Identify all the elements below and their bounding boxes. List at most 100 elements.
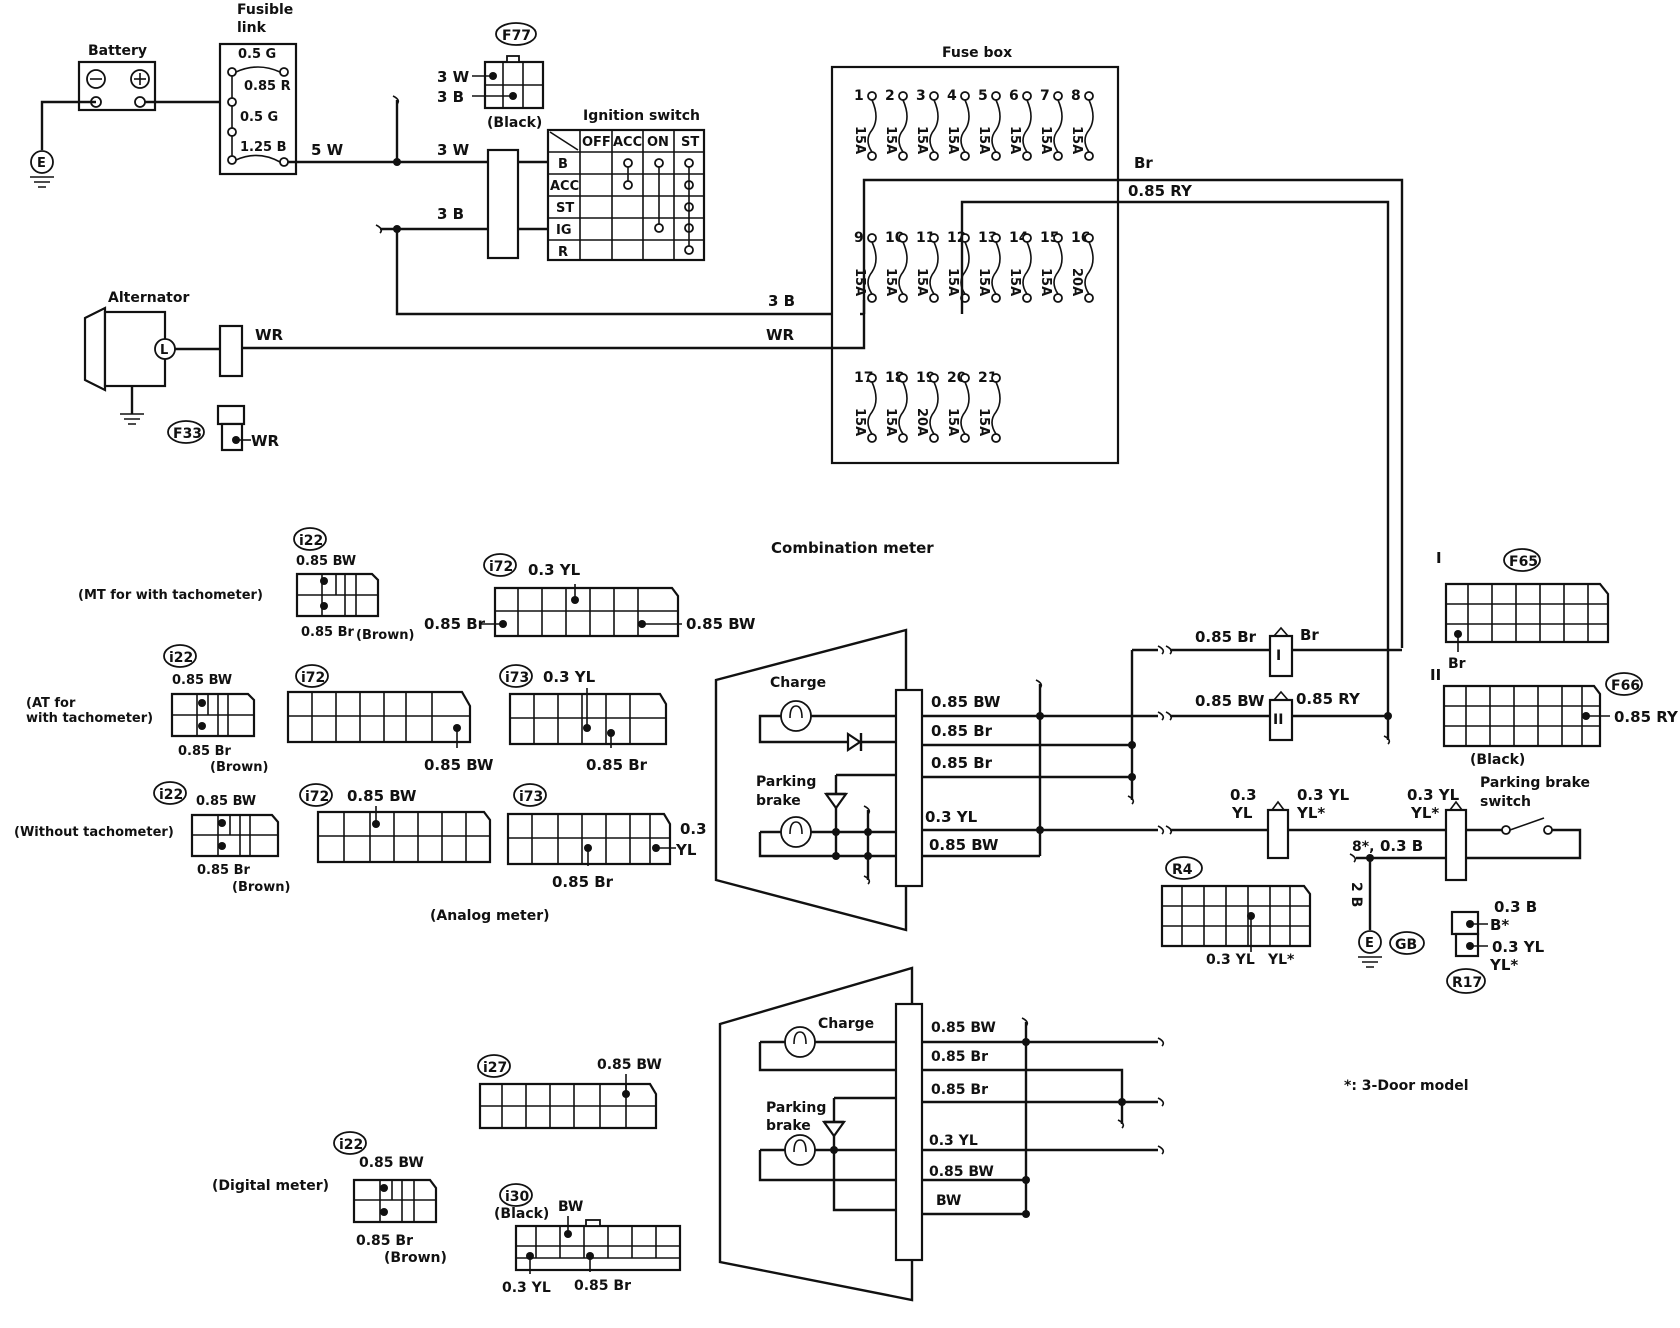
group-label-mt: (MT for with tachometer) (78, 588, 263, 603)
fuse-box-wiring: Br 0.85 RY 3 B WR (243, 154, 1404, 714)
fuse-terminal (929, 433, 939, 443)
battery-label: Battery (88, 43, 147, 59)
ignition-switch-col: ON (647, 135, 669, 150)
ignition-switch-col: OFF (582, 135, 611, 150)
connector-wire: 0.3 (680, 820, 707, 838)
digital-meter: Charge Parking brake 0.85 BW 0.85 Br 0.8… (718, 966, 1165, 1302)
parking-switch-label: Parking brake (1480, 775, 1590, 791)
connector-r4: R4 0.3 YL YL* (1160, 856, 1312, 968)
fuse-terminal (898, 293, 908, 303)
fuse-terminal (991, 91, 1001, 101)
fuse-rating: 15A (852, 126, 867, 154)
right-wire-label: YL (1231, 804, 1253, 822)
fuse-number: 20 (947, 370, 967, 386)
fuse-rating: 15A (976, 126, 991, 154)
fuse-rating: 15A (914, 268, 929, 296)
fuse-number: 19 (916, 370, 935, 386)
r17-wire: B* (1490, 916, 1509, 934)
ignition-switch-col: ACC (613, 135, 642, 150)
fuse-terminal (991, 293, 1001, 303)
connector-color: (Brown) (356, 628, 414, 643)
connector-wire: 0.85 Br (301, 625, 355, 640)
analog-parking-label-2: brake (756, 793, 801, 809)
connector-color: (Brown) (232, 880, 290, 895)
ground-e-label: E (37, 156, 46, 171)
fuse-element (929, 241, 939, 295)
fuse-element (1053, 241, 1063, 295)
connector-i30-digital: i30 (Black) BW 0.3 YL 0.85 Br (494, 1183, 682, 1296)
fuse-number: 8 (1071, 88, 1081, 104)
connector-id: i22 (299, 533, 323, 549)
fuse-rating: 15A (945, 126, 960, 154)
r4-id: R4 (1172, 862, 1193, 878)
fuse-terminal (991, 151, 1001, 161)
connector-i22-mt: i22 0.85 BW 0.85 Br (Brown) (293, 527, 414, 643)
fuse-terminal (929, 373, 939, 383)
wire-label-alt-wr: WR (255, 326, 284, 344)
ignition-switch-row: ACC (550, 179, 579, 194)
connector-wire: 0.85 BW (196, 794, 256, 809)
connector-wire: 0.85 BW (686, 615, 756, 633)
fuse-element (867, 241, 877, 295)
fuse-terminal (1022, 293, 1032, 303)
fuse-element (1022, 99, 1032, 153)
wire-label-fuse-3b: 3 B (768, 292, 795, 310)
fuse-number: 1 (854, 88, 864, 104)
right-wire-label: YL* (1296, 804, 1325, 822)
connector-wire: 0.85 Br (574, 1278, 631, 1294)
fuse-number: 6 (1009, 88, 1019, 104)
fuse-rating: 15A (976, 268, 991, 296)
fusible-link-title-1: Fusible (237, 2, 293, 18)
fuse-terminal (867, 151, 877, 161)
fuse-box-title: Fuse box (942, 45, 1012, 61)
fuse-element (1084, 241, 1094, 295)
connector-i27-digital: i27 0.85 BW (477, 1054, 662, 1130)
fuse-element (960, 99, 970, 153)
fuse-terminal (898, 91, 908, 101)
digital-charge-label: Charge (818, 1016, 874, 1032)
fuse-number: 14 (1009, 230, 1029, 246)
fuse-terminal (1022, 151, 1032, 161)
connector-wire: 0.85 BW (597, 1057, 662, 1073)
connector-f77-id: F77 (502, 28, 531, 44)
fuse-terminal (898, 373, 908, 383)
fuse-terminal (898, 433, 908, 443)
ground-e-label: E (1365, 936, 1374, 951)
fuse-element (960, 381, 970, 435)
digital-wire-label: 0.3 YL (929, 1133, 978, 1149)
fuse-element (898, 99, 908, 153)
wire-label-3w: 3 W (437, 141, 470, 159)
fuse-terminal (991, 433, 1001, 443)
fuse-rating: 20A (1069, 268, 1084, 296)
connector-i22-at: i22 0.85 BW 0.85 Br (Brown) (163, 644, 268, 775)
fuse-number: 21 (978, 370, 997, 386)
ignition-wiring: 5 W 3 W 3 B (311, 95, 860, 316)
fuse-element (1053, 99, 1063, 153)
wire-label-5w: 5 W (311, 141, 344, 159)
fuse-number: 2 (885, 88, 895, 104)
fuse-terminal (867, 91, 877, 101)
connector-i72-mt: i72 0.3 YL 0.85 Br 0.85 BW (424, 553, 756, 638)
fuse-rating: 15A (1069, 126, 1084, 154)
alternator: Alternator L WR F33 WR (83, 290, 284, 452)
fuse-terminal (929, 91, 939, 101)
fuse-element (991, 99, 1001, 153)
connector-id: i22 (339, 1137, 363, 1153)
wire-label-3b: 3 B (437, 205, 464, 223)
analog-meter-label: (Analog meter) (430, 908, 550, 924)
fuse-terminal (1053, 293, 1063, 303)
fuse-number: 16 (1071, 230, 1090, 246)
connector-wire: 0.85 Br (552, 873, 614, 891)
analog-wire-label: 0.85 Br (931, 722, 993, 740)
f66-id: F66 (1611, 678, 1640, 694)
connector-wire: 0.3 YL (528, 561, 581, 579)
r17-wire: YL* (1489, 956, 1518, 974)
analog-wire-label: 0.85 Br (931, 754, 993, 772)
digital-wire-label: 0.85 Br (931, 1082, 988, 1098)
right-roman: I (1276, 648, 1281, 664)
fuse-terminal (867, 373, 877, 383)
connector-f77-wire: 3 W (437, 68, 470, 86)
ground-branch-label: 8*, (1352, 839, 1374, 855)
connector-roman-ii (1268, 698, 1294, 742)
connector-id: i30 (505, 1189, 530, 1205)
